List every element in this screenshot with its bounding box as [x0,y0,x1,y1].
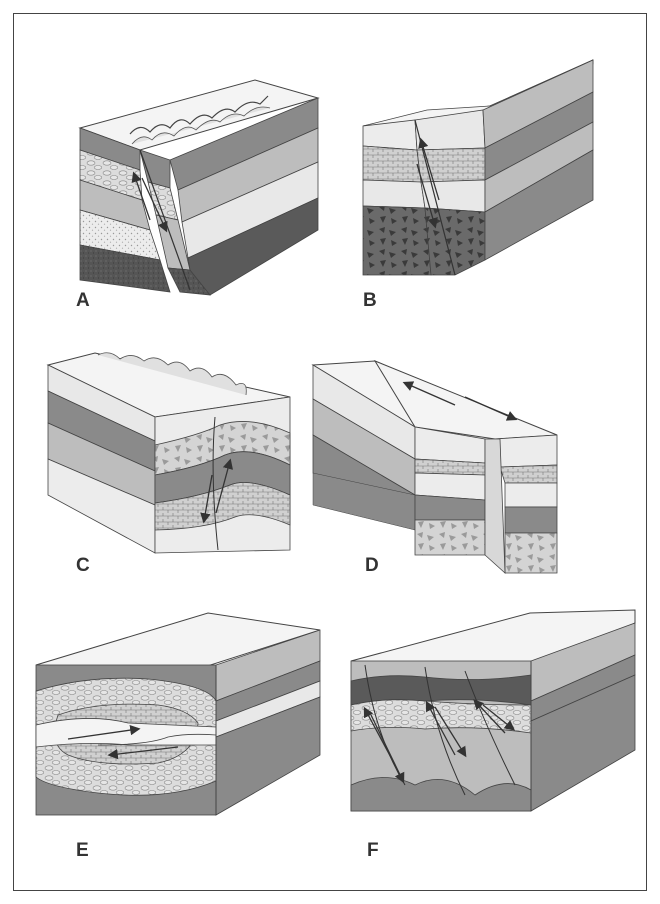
fault-block-a-svg [78,79,320,296]
fold-block-e-svg [35,612,321,816]
block-diagram-e: E [28,605,328,861]
panel-label-e: E [76,840,89,861]
fault-block-b-svg [362,59,594,276]
panel-label-c: C [76,555,90,576]
fault-block-d-svg [311,359,558,574]
block-diagram-c: C [40,345,300,576]
panel-label-f: F [367,840,379,861]
block-diagram-b: B [355,50,605,311]
thrust-block-f-svg [350,609,636,812]
block-diagram-a: A [70,70,330,311]
panel-label-d: D [365,555,379,576]
panel-label-b: B [363,290,377,311]
fault-block-c-svg [46,352,291,554]
block-diagram-f: F [345,605,645,861]
panel-label-a: A [76,290,90,311]
block-diagram-d: D [305,355,565,580]
